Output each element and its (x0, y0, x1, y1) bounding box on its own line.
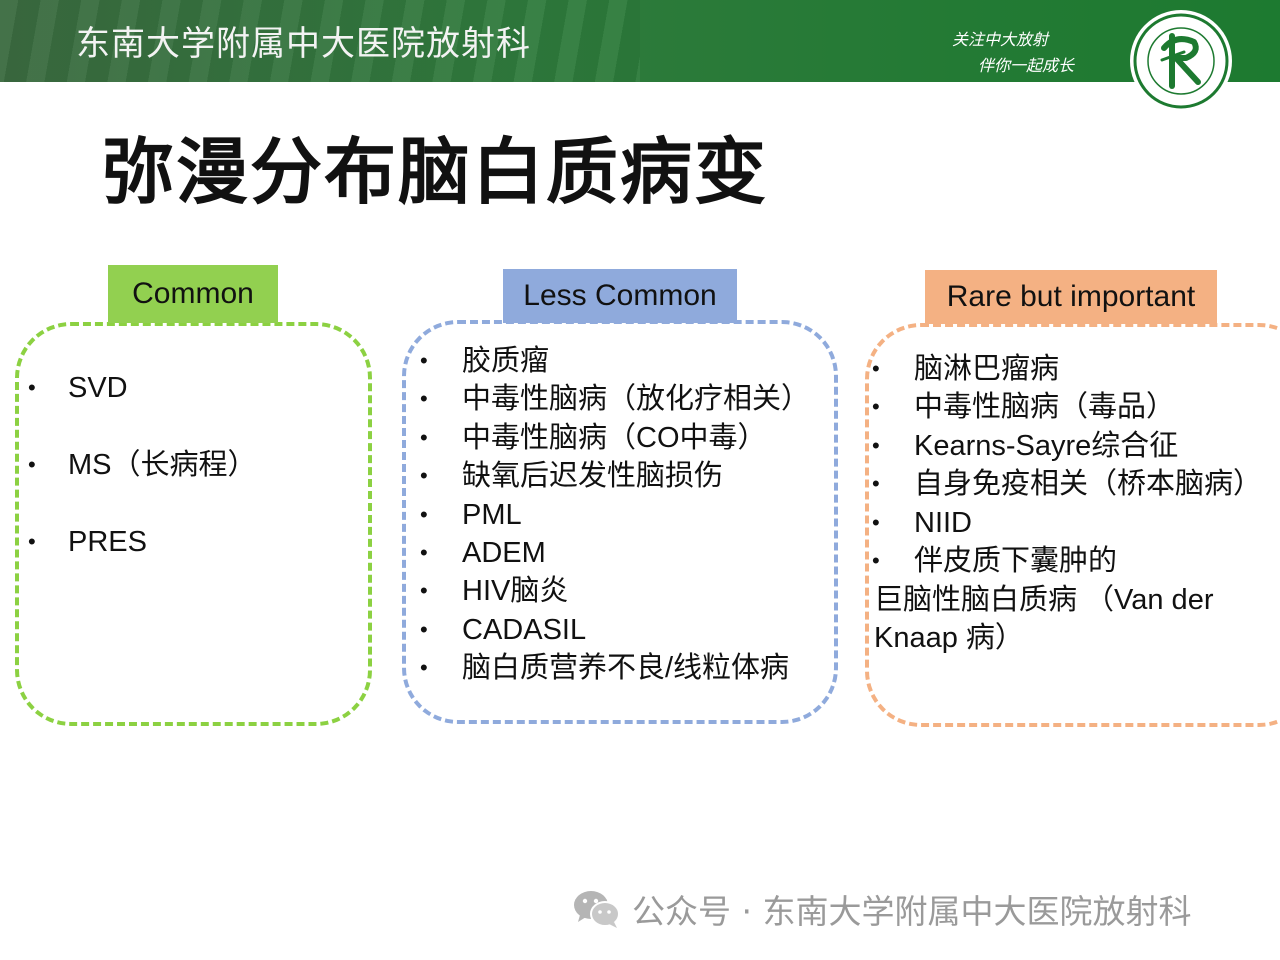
list-item: • 胶质瘤 (420, 342, 810, 380)
list-item-text: 中毒性脑病（CO中毒） (462, 421, 767, 454)
wechat-icon (574, 891, 620, 928)
banner-texture (0, 0, 640, 82)
list-item-text: PML (462, 498, 522, 531)
bullet-icon: • (872, 356, 880, 381)
list-item: • 缺氧后迟发性脑损伤 (420, 457, 810, 495)
bullet-icon: • (872, 509, 880, 535)
less-common-label: Less Common (503, 269, 737, 323)
list-item-text: Kearns-Sayre综合征 (914, 429, 1179, 462)
less-common-list: • 胶质瘤 • 中毒性脑病（放化疗相关） • 中毒性脑病（CO中毒） • 缺氧后迟发性脑… (420, 342, 810, 688)
list-item-text: ADEM (462, 536, 546, 569)
common-list: • SVD • MS（长病程） • PRES (28, 366, 257, 597)
bullet-icon: • (420, 655, 428, 681)
bullet-icon: • (420, 463, 428, 489)
list-item-text: NIID (914, 506, 972, 539)
list-item: • SVD (28, 366, 257, 443)
list-item: • 脑白质营养不良/线粒体病 (420, 649, 810, 687)
bullet-icon: • (28, 529, 36, 554)
bullet-icon: • (872, 432, 880, 458)
list-item-text: 自身免疫相关（桥本脑病） (914, 468, 1263, 501)
list-item: • 中毒性脑病（毒品） (872, 388, 1262, 426)
bullet-icon: • (28, 452, 36, 477)
continuation-line: 巨脑性脑白质病 （Van der (874, 584, 1214, 616)
list-item: • 伴皮质下囊肿的 (872, 542, 1262, 580)
bullet-icon: • (872, 394, 880, 420)
hospital-logo-icon (1130, 10, 1232, 112)
list-item-text: 胶质瘤 (462, 345, 550, 377)
list-item: • HIV脑炎 (420, 572, 810, 610)
institution-name: 东南大学附属中大医院放射科 (76, 24, 531, 64)
list-item: • CADASIL (420, 611, 810, 649)
list-item: • 自身免疫相关（桥本脑病） (872, 465, 1262, 503)
list-item: • PRES (28, 520, 257, 597)
bullet-icon: • (872, 471, 880, 497)
list-item-text: 中毒性脑病（放化疗相关） (462, 383, 811, 416)
list-item: • PML (420, 496, 810, 534)
bullet-icon: • (420, 616, 428, 642)
page-title: 弥漫分布脑白质病变 (102, 130, 769, 214)
list-item: • 脑淋巴瘤病 (872, 350, 1262, 388)
list-item-text: PRES (68, 526, 147, 558)
bullet-icon: • (420, 539, 428, 565)
rare-item-continuation: 巨脑性脑白质病 （Van der Knaap 病） (874, 581, 1213, 658)
list-item: • Kearns-Sayre综合征 (872, 427, 1262, 465)
bullet-icon: • (420, 501, 428, 527)
list-item-text: 脑白质营养不良/线粒体病 (462, 652, 790, 685)
common-label: Common (108, 265, 278, 323)
common-box (15, 322, 372, 726)
list-item-text: CADASIL (462, 613, 587, 646)
list-item-text: 中毒性脑病（毒品） (914, 391, 1176, 424)
slogan-line-1: 关注中大放射 (952, 30, 1049, 49)
rare-list: • 脑淋巴瘤病 • 中毒性脑病（毒品） • Kearns-Sayre综合征 • 自身免疫… (872, 350, 1262, 580)
header-banner: 东南大学附属中大医院放射科 关注中大放射 伴你一起成长 (0, 0, 1280, 82)
continuation-line: Knaap 病） (874, 622, 1024, 655)
list-item-text: HIV脑炎 (462, 575, 569, 608)
list-item-text: SVD (68, 372, 128, 404)
list-item-text: 伴皮质下囊肿的 (914, 544, 1118, 577)
rare-box (865, 323, 1280, 727)
list-item: • ADEM (420, 534, 810, 572)
bullet-icon: • (420, 348, 428, 373)
list-item: • 中毒性脑病（放化疗相关） (420, 380, 810, 418)
list-item: • NIID (872, 504, 1262, 542)
bullet-icon: • (420, 578, 428, 604)
list-item-text: MS（长病程） (68, 449, 257, 481)
bullet-icon: • (872, 547, 880, 573)
bullet-icon: • (420, 424, 428, 450)
watermark-text: 公众号 · 东南大学附属中大医院放射科 (632, 892, 1192, 931)
list-item: • 中毒性脑病（CO中毒） (420, 419, 810, 457)
slogan-line-2: 伴你一起成长 (978, 56, 1075, 75)
bullet-icon: • (420, 386, 428, 412)
list-item-text: 脑淋巴瘤病 (914, 353, 1060, 385)
bullet-icon: • (28, 375, 36, 400)
rare-label: Rare but important (925, 270, 1217, 324)
watermark: 公众号 · 东南大学附属中大医院放射科 (572, 886, 1191, 932)
list-item-text: 缺氧后迟发性脑损伤 (462, 460, 724, 493)
list-item: • MS（长病程） (28, 443, 257, 520)
